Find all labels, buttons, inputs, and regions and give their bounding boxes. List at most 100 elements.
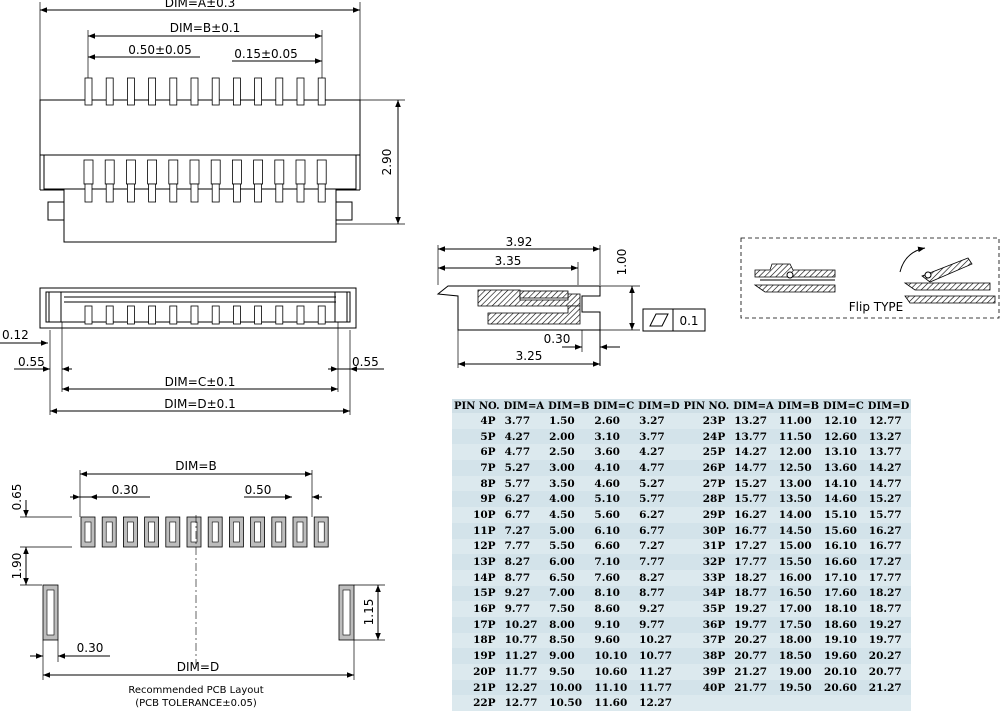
table-cell: 3.77 <box>636 428 682 445</box>
top-contact <box>295 159 306 185</box>
table-cell: 6.27 <box>501 491 547 508</box>
table-cell: 19.00 <box>775 664 822 680</box>
table-cell: 1.50 <box>546 413 592 429</box>
pcb-pad-inner <box>233 521 240 543</box>
table-cell: 5.77 <box>636 491 682 508</box>
top-contact <box>147 159 158 185</box>
top-contact <box>168 159 179 185</box>
pcb-pad-inner <box>254 521 261 543</box>
top-lead <box>105 183 114 203</box>
top-contact <box>210 159 221 185</box>
table-cell: 19P <box>452 648 502 664</box>
top-lead <box>317 183 326 203</box>
right-margin-label: 0.55 <box>352 355 379 369</box>
table-cell: 3.00 <box>546 460 592 476</box>
top-contact <box>83 159 94 185</box>
pcb-pad-inner <box>275 521 283 543</box>
table-cell <box>821 695 866 711</box>
top-contact <box>316 159 327 185</box>
table-cell: 19.27 <box>731 601 776 617</box>
table-cell: 22P <box>452 695 502 711</box>
top-pin <box>317 77 326 106</box>
flip-type-label: Flip TYPE <box>849 300 903 314</box>
table-cell: 10.00 <box>546 679 592 696</box>
table-cell: 6.00 <box>546 554 592 570</box>
table-header-cell: DIM=B <box>546 399 592 413</box>
table-cell: 15.27 <box>865 491 912 508</box>
table-cell: 18.10 <box>821 601 866 617</box>
table-cell: 12.27 <box>501 679 547 696</box>
table-cell: 7.00 <box>546 585 592 602</box>
table-cell: 9.00 <box>546 648 592 664</box>
table-cell: 15.77 <box>731 491 776 508</box>
table-cell: 17.00 <box>775 601 822 617</box>
table-cell: 2.60 <box>591 413 637 429</box>
top-pin <box>296 77 305 106</box>
dim-d-label: DIM=D±0.1 <box>164 397 236 411</box>
top-lead <box>232 183 241 203</box>
top-contact <box>126 159 136 185</box>
table-cell: 10P <box>452 507 502 523</box>
front-pin <box>127 305 135 325</box>
table-cell: 11.60 <box>591 695 637 711</box>
pcb-layout: DIM=B 0.30 0.50 0.65 1.90 1.15 0.30 DIM= <box>10 459 385 708</box>
table-cell: 39P <box>681 664 732 680</box>
table-cell: 16P <box>452 601 502 617</box>
table-cell: 18.77 <box>731 585 776 602</box>
table-cell: 4.27 <box>501 428 547 445</box>
table-cell: 2.00 <box>546 428 592 445</box>
table-cell: 20.77 <box>731 648 776 664</box>
table-header-cell: PIN NO. <box>452 399 502 413</box>
table-cell: 38P <box>681 648 732 664</box>
top-pin <box>275 77 284 106</box>
table-cell: 13.27 <box>865 428 912 445</box>
top-lead <box>190 183 199 203</box>
table-cell: 17.27 <box>865 554 912 570</box>
pitch-label: 0.50±0.05 <box>128 43 192 57</box>
table-cell: 6.60 <box>591 538 637 555</box>
table-cell: 13.27 <box>731 413 776 429</box>
front-pin <box>190 305 199 325</box>
front-pin <box>148 305 157 325</box>
table-cell: 37P <box>681 632 732 649</box>
table-cell: 5.10 <box>591 491 637 508</box>
pcb-pad-inner <box>296 521 304 543</box>
table-cell: 32P <box>681 554 732 570</box>
front-pin <box>254 305 263 325</box>
table-cell <box>775 695 822 711</box>
pin-width-label: 0.15±0.05 <box>234 47 298 61</box>
top-lead <box>84 183 93 203</box>
table-cell: 4.77 <box>501 444 547 461</box>
table-cell: 7.50 <box>546 601 592 617</box>
table-cell: 15.10 <box>821 507 866 523</box>
table-cell: 6.77 <box>636 522 682 539</box>
pcb-dim-d-label: DIM=D <box>177 660 219 674</box>
table-cell: 8P <box>452 475 502 492</box>
front-view: 0.12 0.55 0.55 DIM=C±0.1 DIM=D±0.1 <box>0 287 384 415</box>
top-lead <box>296 183 305 203</box>
table-cell: 5.50 <box>546 538 592 555</box>
dim-a-label: DIM=A±0.3 <box>165 0 236 10</box>
top-contact <box>189 159 200 185</box>
side-width-label: 0.30 <box>77 641 104 655</box>
table-cell: 14.77 <box>865 475 912 492</box>
table-cell: 26P <box>681 460 732 476</box>
flatness-value: 0.1 <box>679 314 698 328</box>
table-cell: 8.27 <box>636 569 682 586</box>
top-lead <box>275 183 284 203</box>
table-cell: 6P <box>452 444 502 461</box>
dim-c-label: DIM=C±0.1 <box>165 375 236 389</box>
table-cell: 5.60 <box>591 507 637 523</box>
table-cell: 18.50 <box>775 648 822 664</box>
row-gap-label: 1.90 <box>10 553 24 580</box>
table-header-cell: DIM=B <box>775 399 822 413</box>
table-cell: 3.60 <box>591 444 637 461</box>
table-cell: 20.60 <box>821 679 866 696</box>
table-cell: 8.60 <box>591 601 637 617</box>
